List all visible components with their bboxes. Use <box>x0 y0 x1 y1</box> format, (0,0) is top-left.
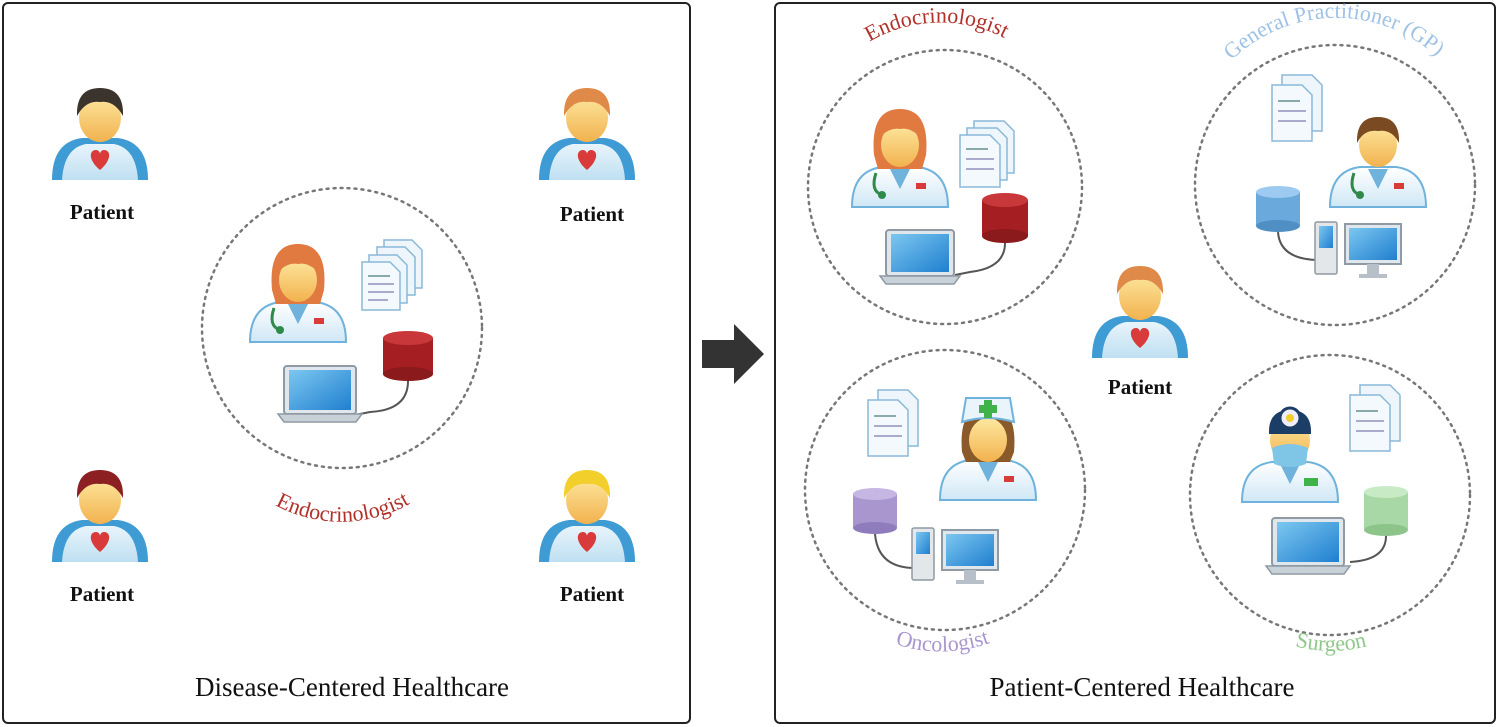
patient-label: Patient <box>559 202 625 226</box>
caption-disease-centered: Disease-Centered Healthcare <box>194 672 510 702</box>
patient-centered-panel <box>774 2 1496 724</box>
caption-patient-centered: Patient-Centered Healthcare <box>989 672 1295 702</box>
patient-label: Patient <box>1107 375 1173 399</box>
patient-label: Patient <box>69 200 135 224</box>
transition-arrow-icon <box>702 324 764 384</box>
disease-centered-panel <box>2 2 691 724</box>
patient-label: Patient <box>559 582 625 606</box>
patient-label: Patient <box>69 582 135 606</box>
